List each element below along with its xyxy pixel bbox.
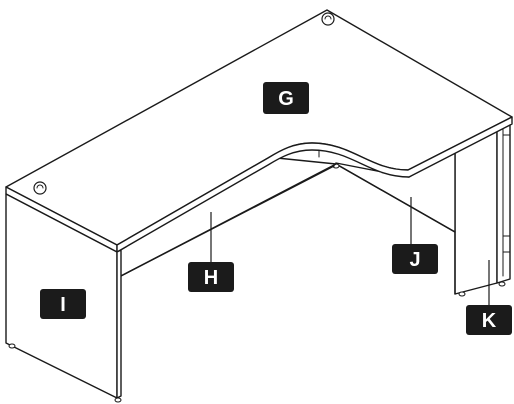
label-g: G <box>263 82 309 114</box>
label-j: J <box>392 244 438 274</box>
label-i: I <box>40 289 86 319</box>
svg-text:J: J <box>409 249 420 271</box>
desk-top <box>5 9 513 253</box>
svg-text:K: K <box>482 310 497 332</box>
label-h: H <box>188 262 234 292</box>
label-k: K <box>466 305 512 335</box>
svg-text:G: G <box>278 88 294 110</box>
svg-text:I: I <box>60 294 66 316</box>
right-leg-panel <box>454 117 511 297</box>
svg-text:H: H <box>204 267 218 289</box>
